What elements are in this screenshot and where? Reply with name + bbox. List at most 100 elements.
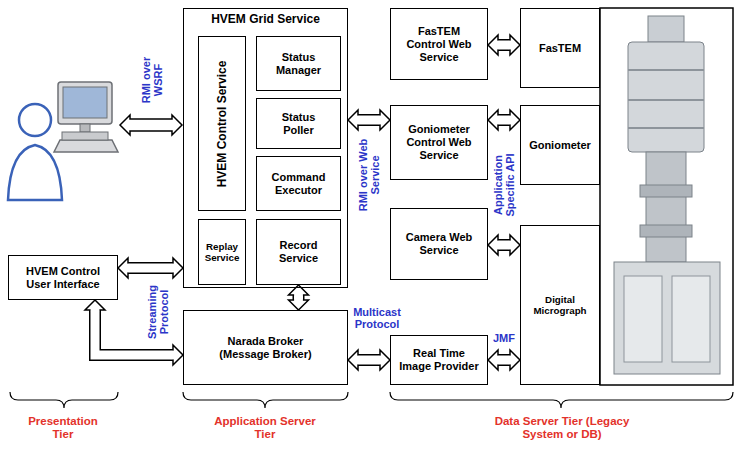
arrow-joint <box>509 241 511 250</box>
computer-case <box>62 132 108 140</box>
user-arrow <box>120 115 182 135</box>
arrow-shaft <box>498 356 510 365</box>
arrow-joint <box>497 116 499 125</box>
double-arrow <box>348 350 390 370</box>
microscope-base <box>614 262 720 374</box>
brace <box>10 392 118 408</box>
double-arrow <box>488 110 520 130</box>
double-arrow <box>488 350 520 370</box>
arrow-head <box>488 350 498 370</box>
arrow-joint <box>294 299 303 301</box>
box-label: Real Time Image Provider <box>397 347 481 373</box>
arrow-shaft-outline <box>128 262 173 274</box>
arrow-joint <box>379 116 381 125</box>
service-box: Command Executor <box>256 156 341 211</box>
arrow-shaft <box>128 264 173 273</box>
tank-band <box>628 99 704 101</box>
arrow-head <box>510 110 520 130</box>
box-label: Record Service <box>267 239 331 265</box>
arrow-joint <box>127 264 129 273</box>
service-box: Record Service <box>256 219 341 285</box>
tank-band <box>628 127 704 129</box>
arrow-shaft <box>358 356 380 365</box>
arrow-shaft <box>498 41 510 50</box>
box-label: Digital Micrograph <box>521 294 599 317</box>
double-arrow <box>118 258 183 278</box>
container-title: HVEM Grid Service <box>209 9 322 26</box>
interface-box: HVEM Control User Interface <box>8 255 118 300</box>
box-label: Status Manager <box>267 51 331 77</box>
arrow-head <box>85 300 105 310</box>
keyboard <box>54 140 118 152</box>
double-arrow <box>488 35 520 55</box>
column-ring <box>640 225 692 237</box>
column-ring <box>640 185 692 197</box>
protocol-label: JMF <box>489 332 519 344</box>
arrow-head <box>488 35 498 55</box>
arrow-head <box>348 110 358 130</box>
arrow-joint <box>379 356 381 365</box>
double-arrow <box>488 235 520 255</box>
arrow-shaft-outline <box>498 114 510 126</box>
service-box: Status Poller <box>256 98 341 149</box>
double-arrow <box>289 285 309 310</box>
arrow-joint <box>509 116 511 125</box>
arrow-shaft <box>498 116 510 125</box>
arrow-head <box>348 350 358 370</box>
arrow-joint <box>497 41 499 50</box>
computer-icon <box>54 82 118 152</box>
arrow-shaft <box>358 116 380 125</box>
arrow-shaft <box>294 295 303 300</box>
box-label: Camera Web Service <box>397 231 481 257</box>
arrow-joint <box>509 41 511 50</box>
service-box: Status Manager <box>256 36 341 91</box>
base-panel <box>624 276 662 362</box>
microscope-photo <box>600 8 733 385</box>
web-service-box: Camera Web Service <box>390 208 488 280</box>
arrow-shaft-outline <box>293 295 305 300</box>
protocol-label: RMI over WSRF <box>140 48 164 112</box>
brace <box>390 392 733 408</box>
arrow-head <box>510 35 520 55</box>
arrow-head <box>289 285 309 295</box>
screen <box>63 87 107 118</box>
device-box: FasTEM <box>520 8 600 88</box>
brace <box>183 392 348 408</box>
provider-box: Real Time Image Provider <box>390 335 488 385</box>
tier-label: Application Server Tier <box>210 415 320 441</box>
protocol-label: RMI over Web Service <box>357 135 381 215</box>
arrow-shaft-outline <box>498 239 510 251</box>
arrow-head <box>173 345 183 365</box>
box-label: Narada Broker (Message Broker) <box>214 335 318 361</box>
arrow-joint <box>497 241 499 250</box>
arrow-joint <box>172 264 174 273</box>
box-label: HVEM Control User Interface <box>14 265 113 291</box>
protocol-label: Application Specific API <box>492 145 516 225</box>
arrow-head <box>380 110 390 130</box>
box-label: Goniometer Control Web Service <box>397 123 481 162</box>
tier-braces <box>10 392 733 408</box>
arrow-head <box>510 235 520 255</box>
box-label: Replay Service <box>199 241 245 264</box>
protocol-label: Streaming Protocol <box>146 282 170 342</box>
device-box: Digital Micrograph <box>520 225 600 385</box>
arrow-head <box>173 258 183 278</box>
photo-frame <box>600 8 733 385</box>
box-label: Goniometer <box>527 139 593 152</box>
tank-band <box>628 69 704 71</box>
arrow-joint <box>172 351 174 360</box>
arrow-shaft <box>498 241 510 250</box>
protocol-label: Multicast Protocol <box>349 306 405 330</box>
arrow-shaft-outline <box>498 354 510 366</box>
base-panel <box>672 276 710 362</box>
web-service-box: Goniometer Control Web Service <box>390 105 488 180</box>
broker-box: Narada Broker (Message Broker) <box>183 310 348 385</box>
arrow-head <box>118 258 128 278</box>
service-container: HVEM Grid ServiceHVEM Control ServiceSta… <box>183 8 348 288</box>
arrow-joint <box>357 116 359 125</box>
microscope-column <box>646 152 686 262</box>
arrow-shaft-outline <box>358 354 380 366</box>
tier-label: Data Server Tier (Legacy System or DB) <box>495 415 630 441</box>
user-body <box>8 145 62 200</box>
